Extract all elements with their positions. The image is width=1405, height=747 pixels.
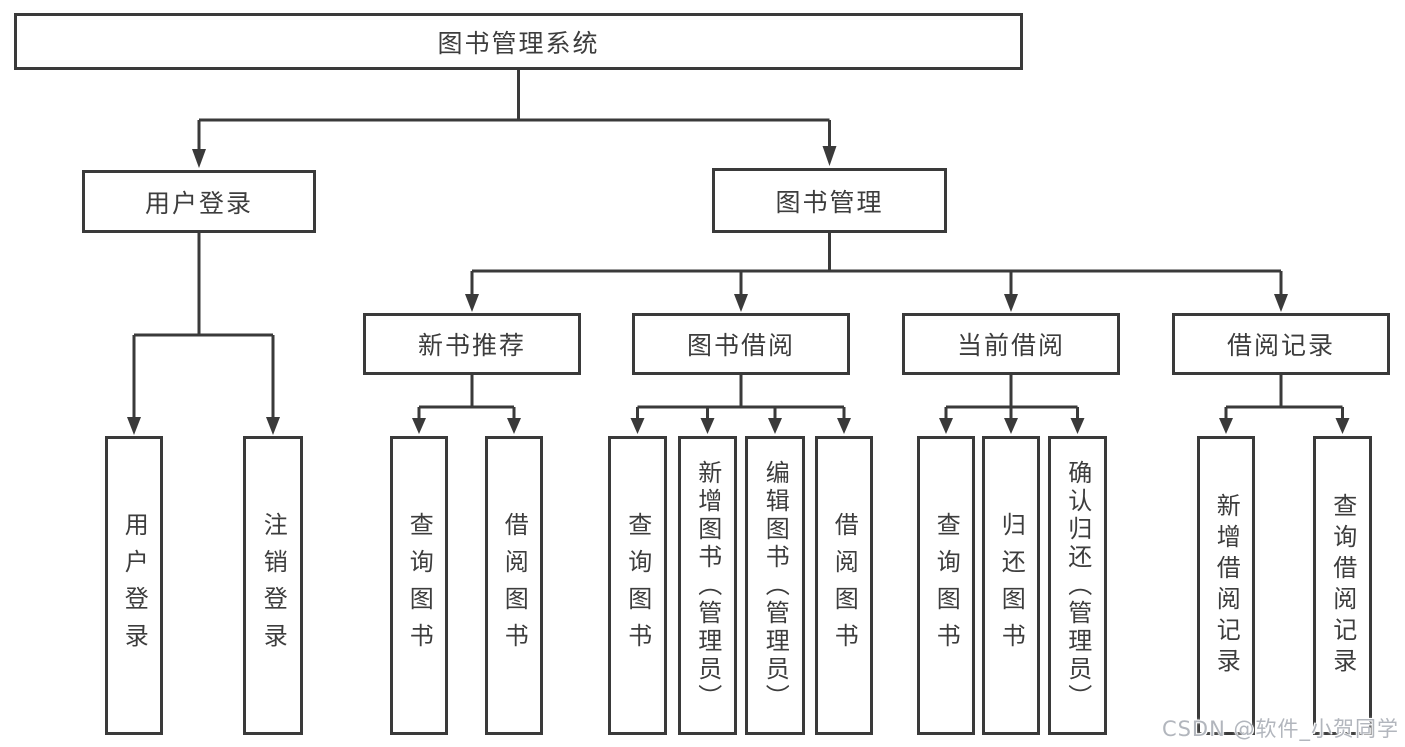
leaf-add-borrow-record: 新增借阅记录: [1197, 436, 1255, 735]
edge-borrow-records-children: [1219, 375, 1350, 434]
edge-book-management-children: [465, 233, 1288, 312]
edge-current-borrow-children: [939, 375, 1085, 434]
node-current-borrow-label: 当前借阅: [956, 331, 1065, 360]
node-borrow-records-label: 借阅记录: [1226, 331, 1335, 360]
edge-new-book-recommend-children: [412, 375, 521, 434]
node-book-borrow-label: 图书借阅: [686, 331, 795, 360]
node-current-borrow: 当前借阅: [902, 313, 1120, 375]
node-library-system-label: 图书管理系统: [437, 28, 600, 58]
leaf-confirm-return-admin: 确认归还（管理员）: [1048, 436, 1107, 735]
node-book-management: 图书管理: [712, 168, 947, 233]
edge-book-borrow-children: [630, 375, 851, 434]
node-new-book-recommend-label: 新书推荐: [417, 331, 526, 360]
leaf-query-borrow-record: 查询借阅记录: [1313, 436, 1372, 735]
csdn-watermark: CSDN @软件_小贺同学: [1161, 717, 1399, 741]
node-user-login-label: 用户登录: [144, 188, 253, 218]
edge-root-to-level2: [192, 70, 837, 168]
leaf-query-books-current: 查询图书: [917, 436, 975, 735]
node-book-management-label: 图书管理: [775, 187, 884, 217]
leaf-add-books-admin: 新增图书（管理员）: [678, 436, 737, 735]
node-borrow-records: 借阅记录: [1172, 313, 1390, 375]
edge-user-login-children: [127, 233, 280, 435]
leaf-edit-books-admin: 编辑图书（管理员）: [745, 436, 805, 735]
leaf-borrow-books-recommend: 借阅图书: [485, 436, 543, 735]
leaf-query-books-recommend: 查询图书: [390, 436, 448, 735]
leaf-return-books: 归还图书: [982, 436, 1040, 735]
node-library-system: 图书管理系统: [14, 13, 1023, 70]
leaf-query-books-borrow: 查询图书: [608, 436, 667, 735]
node-user-login: 用户登录: [82, 170, 316, 233]
node-book-borrow: 图书借阅: [632, 313, 850, 375]
leaf-logout: 注销登录: [243, 436, 303, 735]
leaf-user-login: 用户登录: [105, 436, 163, 735]
leaf-borrow-books: 借阅图书: [815, 436, 873, 735]
node-new-book-recommend: 新书推荐: [363, 313, 581, 375]
